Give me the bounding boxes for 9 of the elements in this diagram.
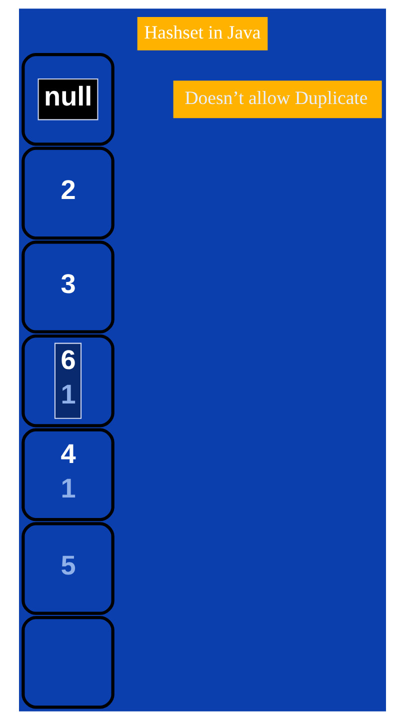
node-box [22, 616, 114, 709]
node-box: null [22, 52, 114, 146]
node-box: 2 [22, 146, 114, 240]
node-box: 6 1 [22, 334, 114, 428]
label: Doesn’t allow Duplicate [184, 88, 368, 109]
node-box: 3 [22, 240, 114, 334]
node-box: 5 [22, 522, 114, 615]
node-box: 4 1 [22, 428, 114, 522]
diagram-title: Hashset in Java [144, 22, 261, 44]
